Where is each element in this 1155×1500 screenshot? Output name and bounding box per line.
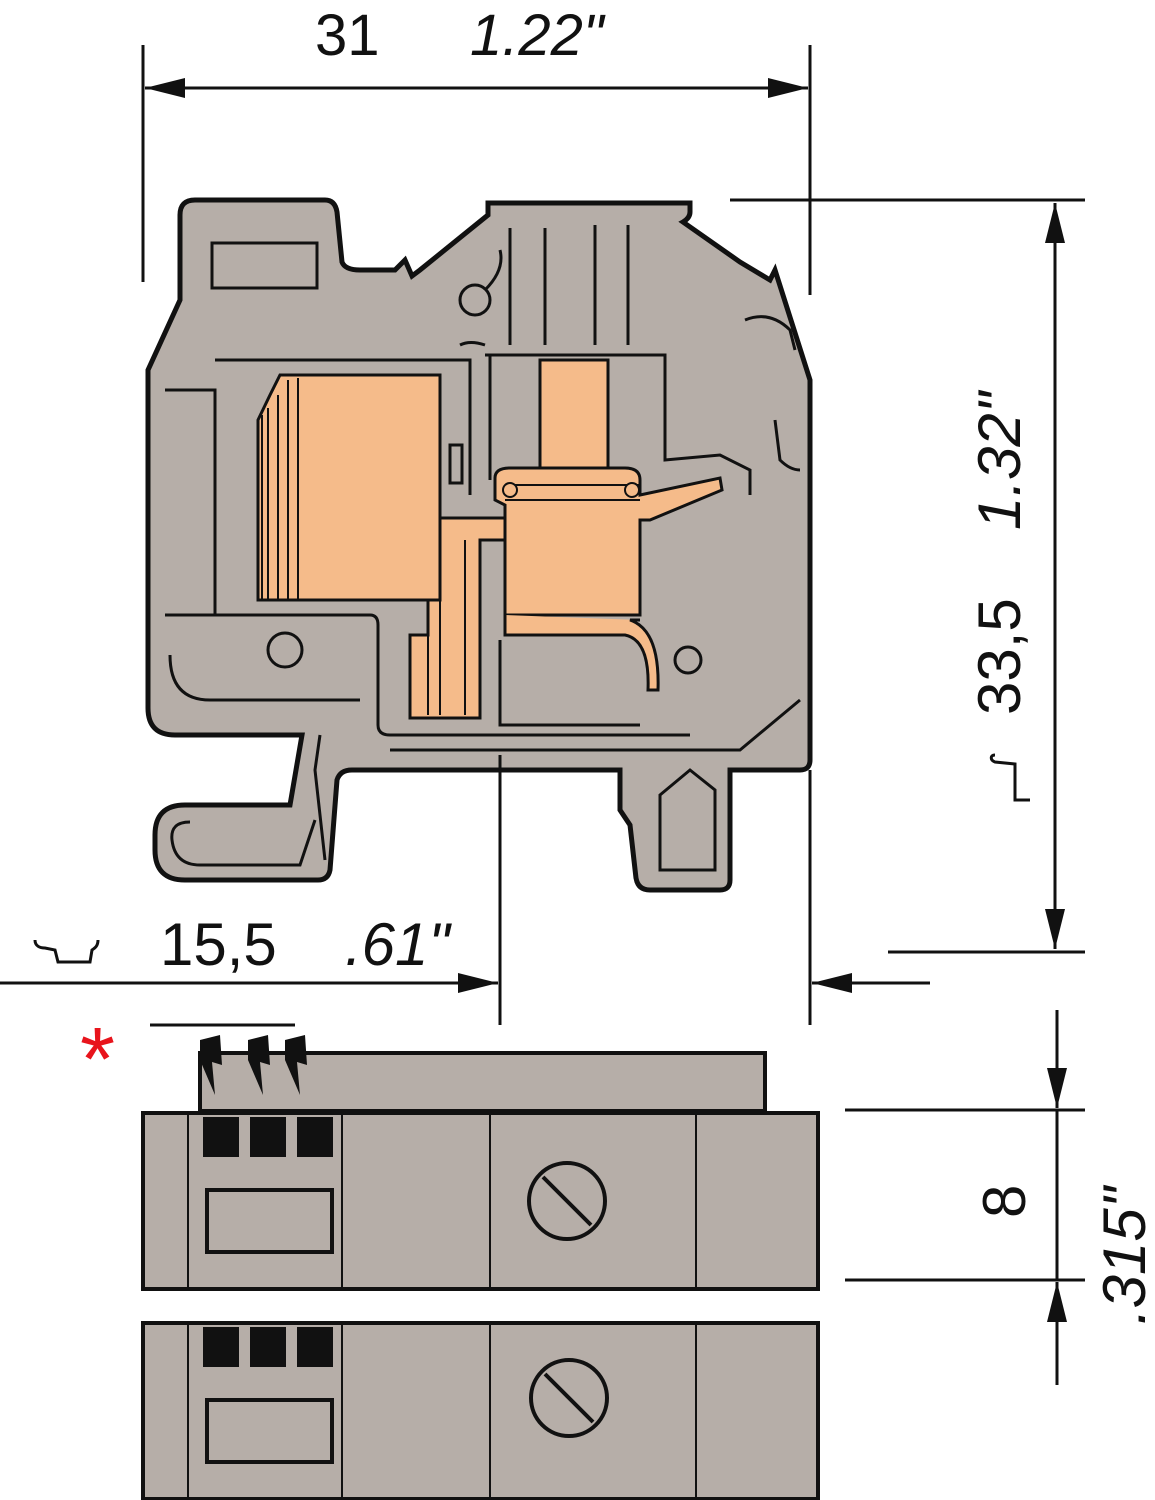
label-slot bbox=[210, 241, 319, 290]
rail-offset-dimension: 15,5 .61" bbox=[0, 755, 930, 1025]
terminal-top-view-2 bbox=[141, 1321, 820, 1500]
rail-offset-in-label: .61" bbox=[345, 911, 452, 978]
width-in-label: 1.22" bbox=[470, 3, 606, 68]
pitch-in-label: .315" bbox=[1091, 1184, 1155, 1325]
busbar bbox=[408, 516, 507, 720]
hole-icon bbox=[266, 631, 304, 669]
rail-hook bbox=[170, 819, 317, 867]
pitch-mm-label: 8 bbox=[971, 1185, 1038, 1218]
terminal-top-view-1 bbox=[141, 1111, 820, 1291]
height-in-label: 1.32" bbox=[966, 389, 1033, 530]
jumper-bar bbox=[198, 1035, 767, 1113]
terminal-housing-side-view bbox=[145, 197, 813, 893]
rail-symbol-icon bbox=[989, 753, 1030, 802]
height-dimension: 33,5 1.32" bbox=[730, 198, 1085, 954]
rail-latch bbox=[658, 768, 717, 872]
hole-icon bbox=[458, 283, 492, 317]
height-mm-label: 33,5 bbox=[966, 598, 1033, 715]
contact-block-left bbox=[256, 373, 442, 602]
width-dimension: 31 1.22" bbox=[141, 3, 812, 295]
pitch-dimension: 8 .315" bbox=[845, 1010, 1155, 1385]
hole-icon bbox=[673, 645, 703, 675]
label-slot bbox=[205, 1398, 334, 1464]
rail-offset-mm-label: 15,5 bbox=[160, 911, 277, 978]
clamp-spring bbox=[503, 615, 660, 692]
rail-symbol-icon bbox=[33, 939, 100, 964]
width-mm-label: 31 bbox=[315, 3, 380, 68]
screw-stem bbox=[538, 358, 610, 477]
clamp-body bbox=[493, 466, 724, 617]
label-slot bbox=[205, 1188, 334, 1254]
asterisk-mark: * bbox=[80, 1010, 115, 1110]
